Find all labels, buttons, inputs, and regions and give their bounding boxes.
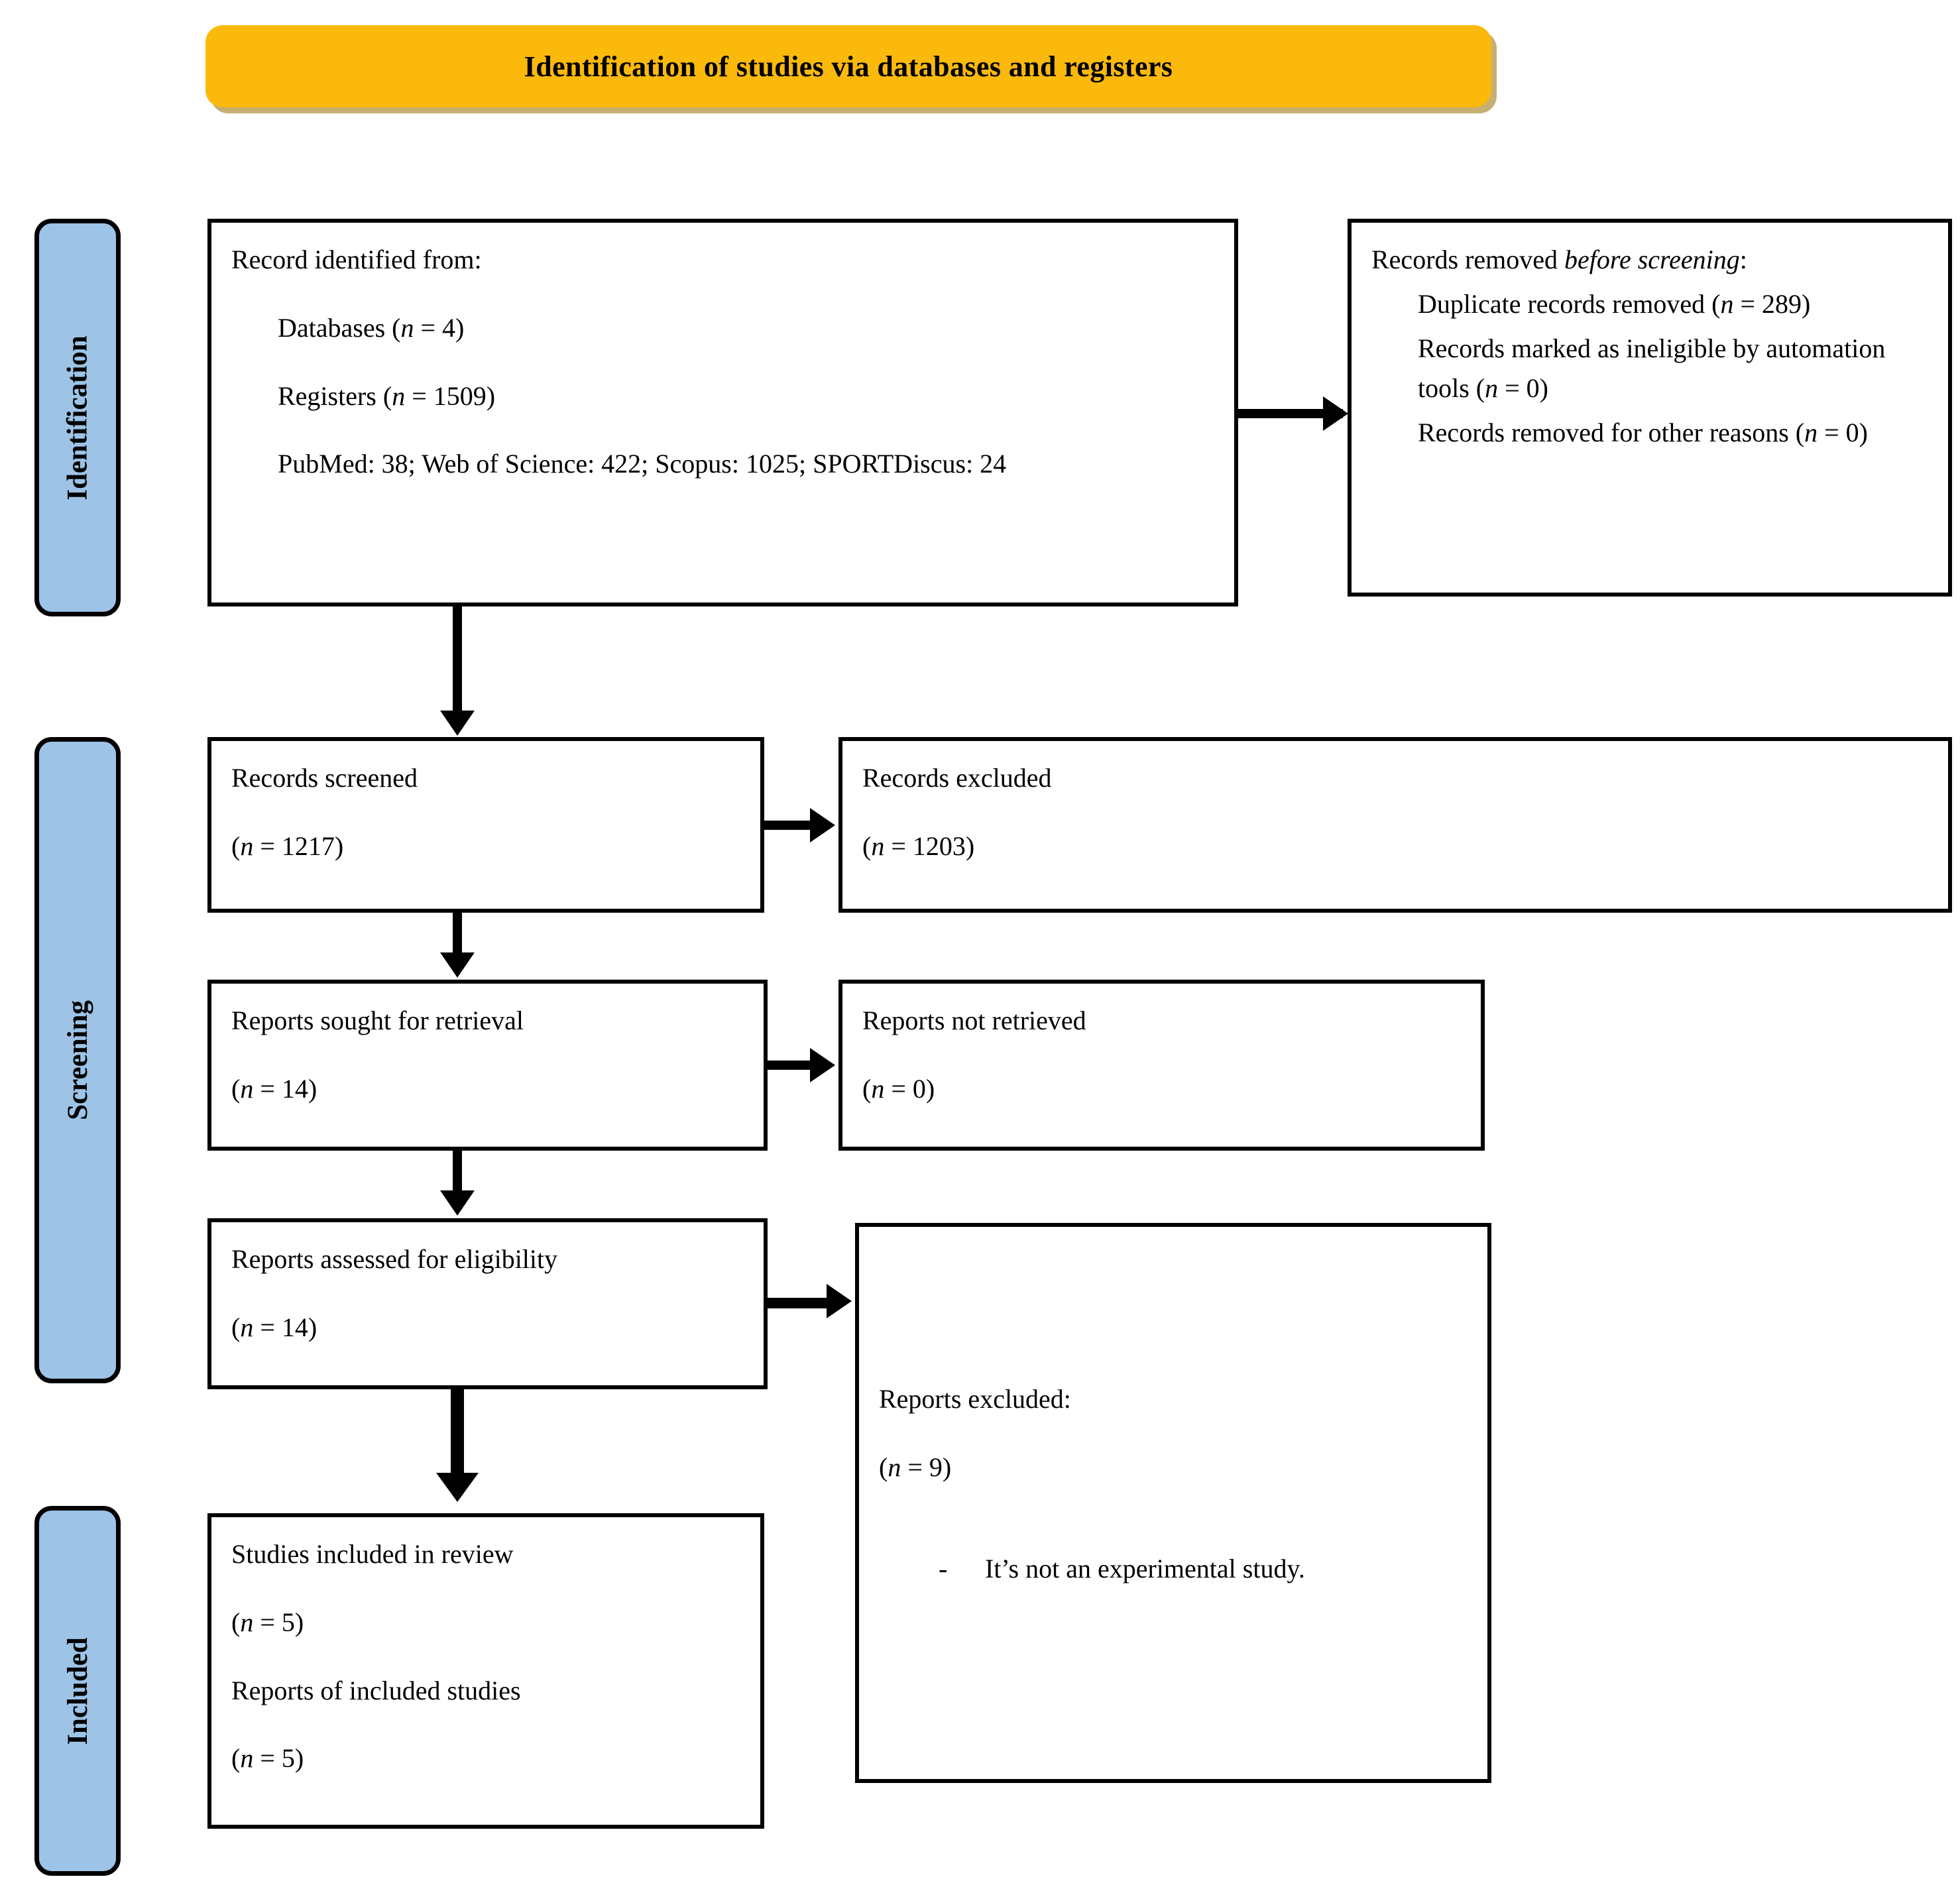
connector-assessed-to-included-arrowhead xyxy=(436,1473,479,1502)
connector-screened-to-sought-line xyxy=(453,913,462,954)
records-identified-registers: Registers (n = 1509) xyxy=(278,380,496,411)
stage-identification-text: Identification xyxy=(62,335,93,500)
reports-not-retrieved-count: (n = 0) xyxy=(862,1073,935,1104)
reports-excluded-count: (n = 9) xyxy=(879,1452,952,1482)
box-reports-excluded: Reports excluded: (n = 9) - It’s not an … xyxy=(855,1223,1491,1783)
reports-excluded-reason-text: It’s not an experimental study. xyxy=(985,1553,1305,1583)
records-identified-heading: Record identified from: xyxy=(231,245,482,274)
connector-assessed-to-included-line xyxy=(451,1389,464,1475)
before-screening-italic: before screening xyxy=(1564,245,1740,274)
stage-included-text: Included xyxy=(62,1637,93,1745)
bullet-dash-icon: - xyxy=(939,1553,948,1583)
connector-screened-to-sought-arrowhead xyxy=(440,952,475,978)
banner-identification-header: Identification of studies via databases … xyxy=(205,25,1491,107)
records-removed-other: Records removed for other reasons (n = 0… xyxy=(1418,418,1869,448)
stage-label-identification: Identification xyxy=(34,219,121,616)
n-symbol: n xyxy=(1720,288,1734,319)
stage-screening-text: Screening xyxy=(62,1000,93,1120)
n-symbol: n xyxy=(400,312,414,343)
n-symbol: n xyxy=(871,1073,885,1104)
reports-excluded-reason-item: - It’s not an experimental study. xyxy=(879,1549,1468,1589)
box-records-identified: Record identified from: Databases (n = 4… xyxy=(207,219,1238,606)
box-records-screened: Records screened (n = 1217) xyxy=(207,737,764,913)
stage-label-screening: Screening xyxy=(34,737,121,1383)
reports-assessed-count: (n = 14) xyxy=(231,1312,317,1342)
records-removed-duplicates: Duplicate records removed (n = 289) xyxy=(1418,288,1811,319)
stage-label-included: Included xyxy=(34,1506,121,1876)
records-removed-ineligible: Records marked as ineligible by automati… xyxy=(1418,333,1886,404)
connector-assessed-to-reportsexcluded-arrowhead xyxy=(827,1284,852,1318)
connector-sought-to-assessed-arrowhead xyxy=(440,1190,475,1216)
box-records-removed-before-screening: Records removed before screening: Duplic… xyxy=(1348,219,1952,597)
connector-identified-to-screened-arrowhead xyxy=(440,711,475,736)
reports-assessed-label: Reports assessed for eligibility xyxy=(231,1244,558,1274)
n-symbol: n xyxy=(888,1452,901,1482)
records-screened-count: (n = 1217) xyxy=(231,831,344,861)
records-removed-heading: Records removed before screening: xyxy=(1371,245,1747,274)
box-reports-assessed-for-eligibility: Reports assessed for eligibility (n = 14… xyxy=(207,1218,768,1389)
reports-sought-label: Reports sought for retrieval xyxy=(231,1005,524,1035)
connector-identified-to-screened-line xyxy=(453,606,462,716)
reports-sought-count: (n = 14) xyxy=(231,1073,317,1104)
connector-screened-to-excluded-arrowhead xyxy=(810,808,835,842)
connector-screened-to-excluded-line xyxy=(764,821,819,830)
n-symbol: n xyxy=(871,831,885,861)
n-symbol: n xyxy=(1804,418,1818,448)
box-reports-sought-for-retrieval: Reports sought for retrieval (n = 14) xyxy=(207,980,768,1151)
connector-assessed-to-reportsexcluded-line xyxy=(768,1298,835,1308)
n-symbol: n xyxy=(392,380,406,411)
records-excluded-count: (n = 1203) xyxy=(862,831,975,861)
box-studies-included: Studies included in review (n = 5) Repor… xyxy=(207,1513,764,1829)
n-symbol: n xyxy=(240,831,254,861)
records-identified-databases: Databases (n = 4) xyxy=(278,312,465,343)
connector-identified-to-removed-line xyxy=(1238,409,1343,418)
studies-included-count: (n = 5) xyxy=(231,1607,304,1637)
connector-sought-to-notretrieved-line xyxy=(768,1061,819,1070)
records-screened-label: Records screened xyxy=(231,763,418,793)
box-reports-not-retrieved: Reports not retrieved (n = 0) xyxy=(838,980,1485,1151)
box-records-excluded: Records excluded (n = 1203) xyxy=(838,737,1952,913)
banner-title: Identification of studies via databases … xyxy=(524,50,1173,83)
n-symbol: n xyxy=(240,1073,254,1104)
reports-of-included-studies-label: Reports of included studies xyxy=(231,1675,521,1705)
connector-identified-to-removed-arrowhead xyxy=(1323,396,1348,431)
n-symbol: n xyxy=(1485,373,1499,404)
connector-sought-to-notretrieved-arrowhead xyxy=(810,1048,835,1082)
n-symbol: n xyxy=(240,1743,254,1774)
connector-sought-to-assessed-line xyxy=(453,1151,462,1192)
reports-excluded-label: Reports excluded: xyxy=(879,1384,1071,1414)
reports-of-included-studies-count: (n = 5) xyxy=(231,1743,304,1774)
studies-included-label: Studies included in review xyxy=(231,1539,514,1569)
n-symbol: n xyxy=(240,1607,254,1637)
reports-not-retrieved-label: Reports not retrieved xyxy=(862,1005,1086,1035)
n-symbol: n xyxy=(240,1312,254,1342)
records-excluded-label: Records excluded xyxy=(862,763,1052,793)
records-identified-sources: PubMed: 38; Web of Science: 422; Scopus:… xyxy=(278,449,1007,479)
